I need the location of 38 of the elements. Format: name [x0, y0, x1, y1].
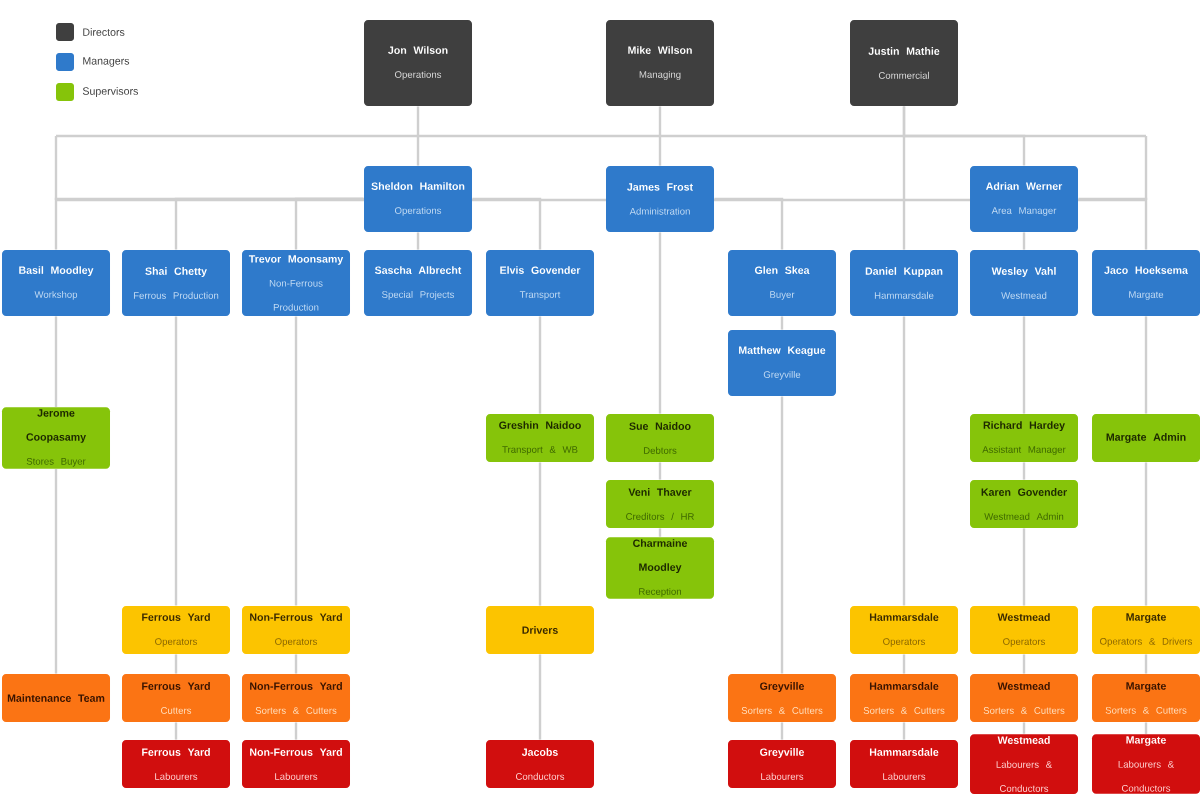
connector-line: [902, 722, 906, 740]
connector-line: [416, 232, 420, 250]
connector-line: [658, 232, 662, 414]
connector-line: [1022, 528, 1026, 606]
connector-line: [1022, 462, 1026, 480]
connector-line: [714, 197, 784, 250]
connector-line: [780, 722, 784, 740]
connector-line: [54, 316, 58, 407]
connector-line: [1144, 722, 1148, 734]
connector-line: [780, 316, 784, 330]
connector-line: [174, 722, 178, 740]
connector-line: [294, 654, 298, 674]
connector-line: [294, 722, 298, 740]
connector-line: [174, 654, 178, 674]
connector-line: [1022, 232, 1026, 250]
connector-line: [1144, 654, 1148, 674]
connector-line: [472, 197, 542, 250]
connector-line: [538, 462, 542, 606]
connector-line: [416, 106, 420, 166]
connector-line: [1144, 462, 1148, 606]
connector-line: [538, 316, 542, 414]
connector-line: [902, 316, 906, 606]
connector-line: [54, 469, 58, 674]
connector-line: [174, 316, 178, 606]
connector-line: [1022, 316, 1026, 414]
connector-line: [538, 654, 542, 740]
connector-line: [658, 106, 662, 166]
connector-line: [294, 197, 364, 250]
connector-line: [1144, 316, 1148, 414]
connector-line: [1022, 654, 1026, 674]
connector-line: [658, 528, 662, 537]
connector-line: [902, 654, 906, 674]
connector-line: [780, 396, 784, 674]
connector-line: [1022, 722, 1026, 734]
connector-line: [902, 106, 1026, 166]
connector-line: [294, 316, 298, 606]
connector-line: [658, 462, 662, 480]
connector-line: [1078, 197, 1148, 250]
